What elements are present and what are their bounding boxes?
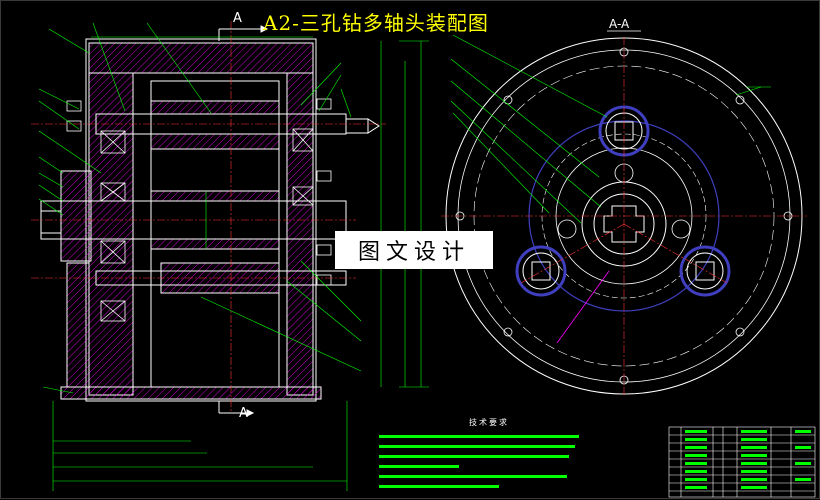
bearing-mid-left (100, 240, 126, 264)
watermark-banner: 图文设计 (335, 231, 493, 269)
left-flange (60, 170, 92, 262)
spindle-right (679, 245, 731, 297)
bearing-mid-right (292, 186, 314, 206)
bottom-plate (60, 386, 322, 400)
bearing-upper-left (100, 130, 126, 154)
bearing-upper-right (292, 128, 314, 152)
top-cover (88, 42, 314, 74)
drill-tip (367, 118, 380, 134)
drawing-title: A2-三孔钻多轴头装配图 (263, 11, 489, 35)
parts-list-cells (685, 430, 811, 489)
shaft-end (40, 210, 62, 234)
tech-notes-lines (379, 435, 579, 488)
bearing-mid-left-2 (100, 182, 126, 202)
left-flange-lower (66, 262, 90, 388)
spindle-left (515, 245, 567, 297)
tech-notes-title: 技术要求 (469, 418, 509, 427)
section-view-label: A-A (609, 17, 630, 31)
section-marker-bottom: A (239, 406, 248, 421)
section-marker-top: A (233, 11, 242, 26)
center-spline (603, 205, 645, 243)
bearing-lower (100, 300, 126, 322)
parts-list-table (668, 426, 816, 498)
drill-chuck (345, 118, 369, 134)
housing-wall-right (286, 72, 314, 396)
sectional-view (31, 21, 429, 491)
section-view-aa (441, 30, 807, 397)
